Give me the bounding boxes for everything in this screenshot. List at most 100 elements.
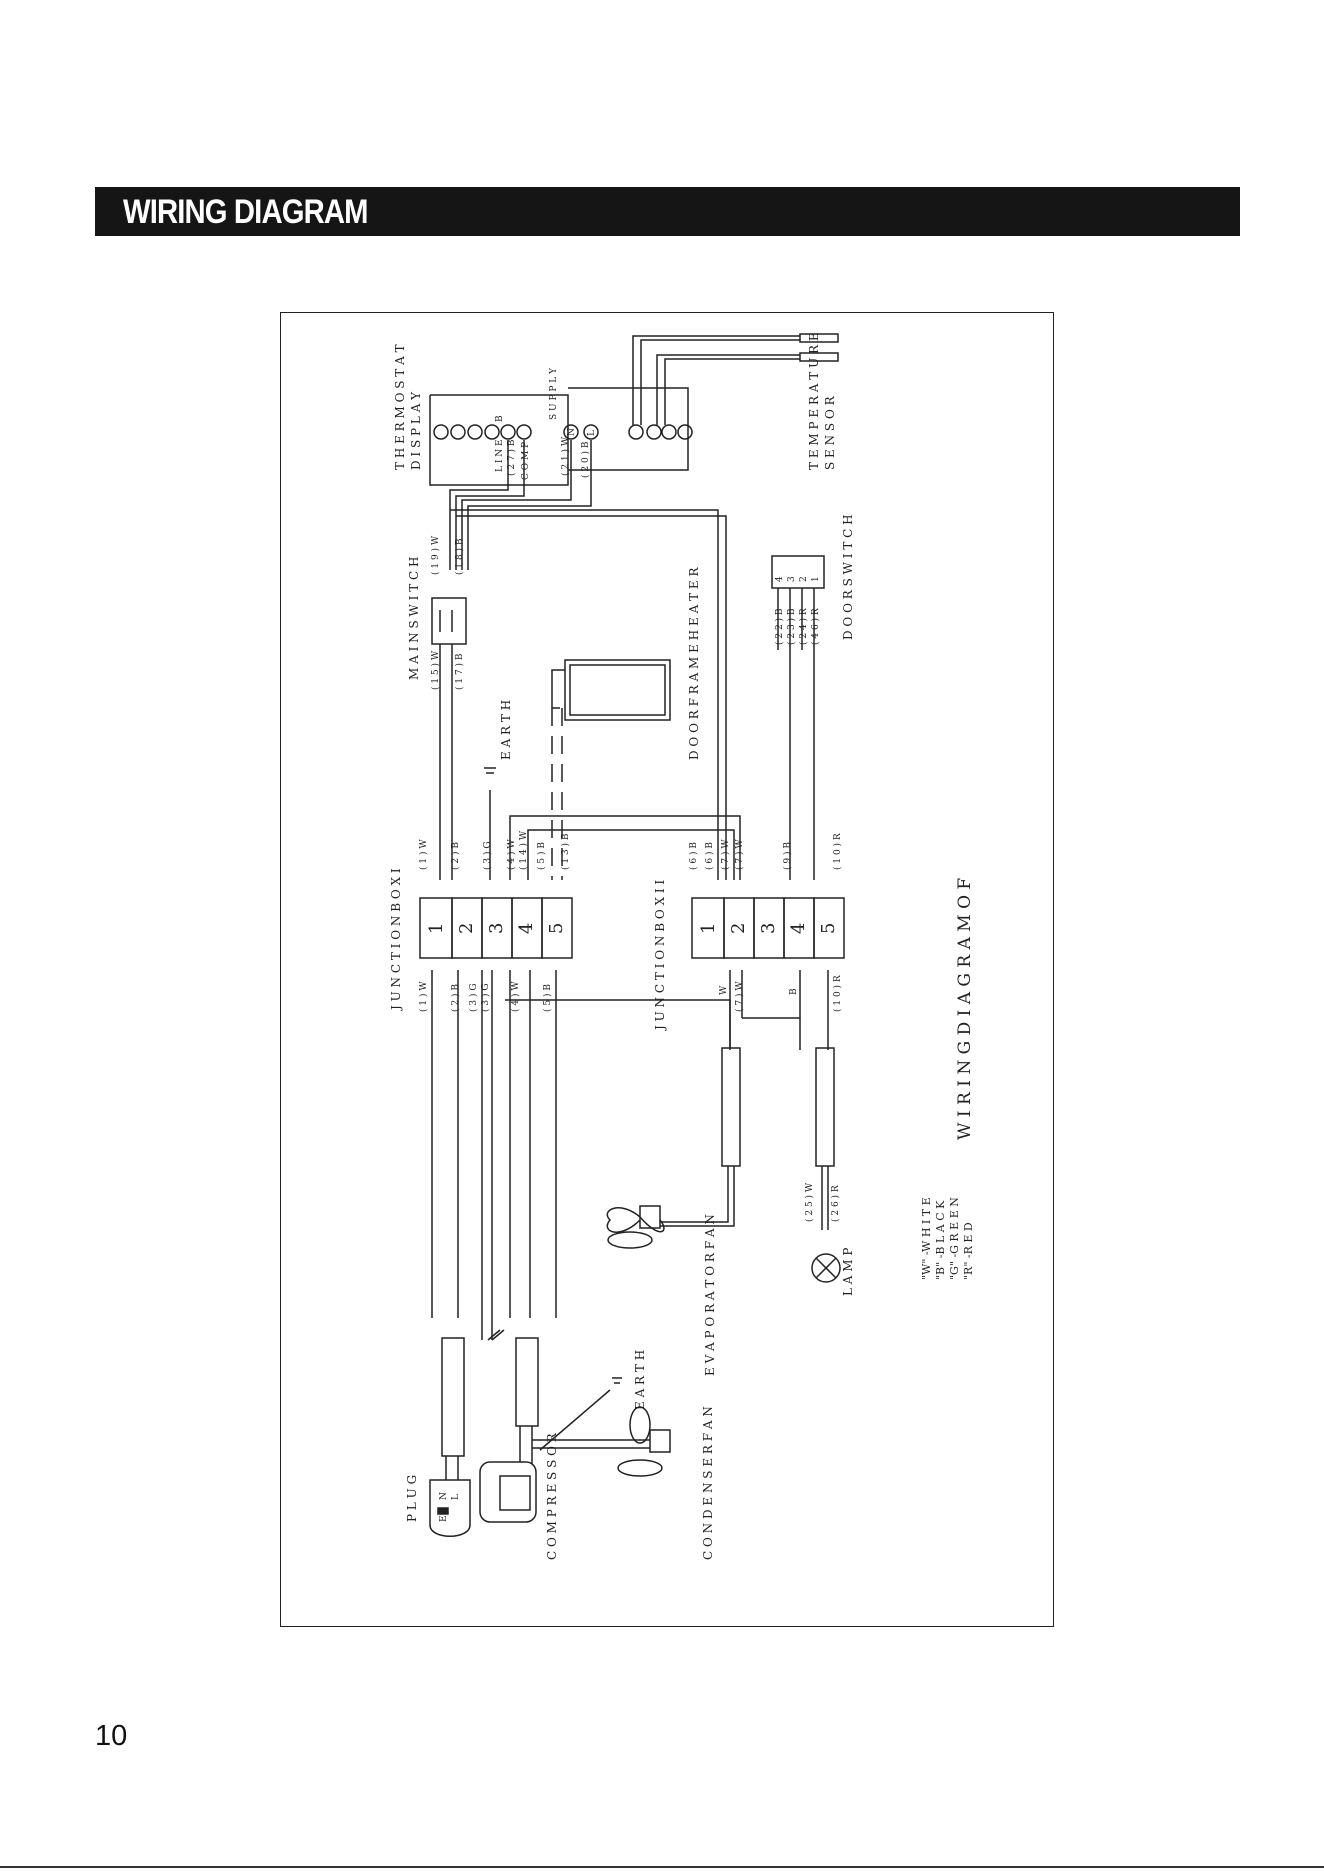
label-door-frame-heater: D O O R F R A M E H E A T E R — [687, 567, 701, 760]
lamp-bulb — [811, 1253, 841, 1283]
label-jb1-num-3: 3 — [486, 923, 507, 934]
label-jb2-top-4: ( 7 ) W — [734, 839, 745, 870]
wire-lines — [419, 333, 845, 1480]
label-earth-top: E A R T H — [499, 700, 513, 760]
evaporator-fan-icon — [606, 1205, 665, 1249]
label-junction-box-1: J U N C T I O N B O X I — [389, 868, 403, 1012]
label-lamp-wire-2: ( 2 6 ) R — [830, 1185, 841, 1222]
label-ds-pin-2: 2 — [799, 576, 809, 582]
label-ds-wire-3: ( 2 4 ) R — [798, 608, 809, 645]
label-ms-bottom-b: ( 1 7 ) B — [454, 653, 465, 690]
plug-icon — [429, 1479, 471, 1537]
label-jb1-num-5: 5 — [546, 923, 567, 934]
label-thermo-supply: S U P P L Y — [549, 367, 559, 420]
label-ms-top-w: ( 1 9 ) W — [430, 535, 441, 575]
label-jb2-num-3: 3 — [758, 923, 779, 934]
label-lamp: L A M P — [841, 1248, 855, 1296]
label-jb2-bottom-1: W — [719, 985, 729, 995]
page-bottom-rule — [0, 1866, 1324, 1868]
label-evaporator-fan: E V A P O R A T O R F A N — [703, 1214, 717, 1376]
label-jb1-top-1: ( 1 ) W — [418, 839, 429, 870]
label-plug-e: E — [439, 1515, 449, 1522]
label-thermo-l: L — [587, 430, 597, 436]
label-ds-pin-1: 1 — [811, 576, 821, 582]
label-jb2-num-1: 1 — [698, 923, 719, 934]
label-jb1-bottom-2: ( 2 ) B — [450, 984, 461, 1012]
label-jb1-bottom-5: ( 4 ) W — [510, 981, 521, 1012]
label-jb1-top-2: ( 2 ) B — [450, 842, 461, 870]
label-jb1-top-5: ( 1 4 ) W — [518, 830, 529, 870]
label-ms-top-b: ( 1 8 ) B — [454, 538, 465, 575]
label-jb1-bottom-6: ( 5 ) B — [542, 984, 553, 1012]
thermostat-box — [568, 387, 689, 471]
label-thermo-comp: C O M P — [521, 442, 531, 480]
label-jb1-bottom-3: ( 3 ) G — [468, 983, 479, 1012]
label-sensor: S E N S O R — [823, 395, 837, 470]
label-jb2-num-2: 2 — [728, 923, 749, 934]
junction-box-2 — [691, 897, 845, 959]
label-thermo-n: N — [567, 428, 577, 436]
label-thermo-b-wire: ( 2 0 ) B — [580, 441, 591, 478]
label-ds-wire-1: ( 2 2 ) B — [774, 608, 785, 645]
label-thermo-b: B — [495, 415, 505, 422]
label-plug: P L U G — [405, 1475, 419, 1522]
label-thermo-w-wire: ( 2 1 ) W — [560, 436, 571, 476]
label-jb2-bottom-4: ( 1 0 ) R — [832, 975, 843, 1012]
label-ds-wire-4: ( 4 6 ) R — [810, 608, 821, 645]
label-earth-bottom: E A R T H — [633, 1350, 647, 1410]
label-jb1-top-7: ( 1 3 ) B — [560, 833, 571, 870]
label-jb2-top-5: ( 9 ) B — [782, 842, 793, 870]
label-jb1-bottom-4: ( 3 ) G — [480, 983, 491, 1012]
label-legend-green: "G" -G R E E N — [948, 1197, 961, 1280]
door-frame-heater — [564, 659, 671, 721]
label-jb1-top-3: ( 3 ) G — [482, 841, 493, 870]
compressor-icon — [479, 1461, 537, 1523]
label-ms-bottom-w: ( 1 5 ) W — [430, 650, 441, 690]
page-number: 10 — [95, 1720, 128, 1752]
label-main-switch: M A I N S W I T C H — [407, 557, 421, 680]
label-jb1-num-1: 1 — [426, 923, 447, 934]
label-jb2-num-4: 4 — [788, 923, 809, 934]
label-jb2-num-5: 5 — [818, 923, 839, 934]
label-diagram-title: W I R I N G D I A G R A M O F — [955, 878, 975, 1140]
section-title: WIRING DIAGRAM — [123, 193, 368, 231]
label-ds-wire-2: ( 2 3 ) B — [786, 608, 797, 645]
label-jb2-top-3: ( 7 ) W — [720, 839, 731, 870]
sensor-probe-2 — [799, 352, 839, 362]
label-jb1-top-6: ( 5 ) B — [536, 842, 547, 870]
condenser-fan-icon — [617, 1406, 671, 1477]
label-ds-pin-4: 4 — [775, 576, 785, 582]
label-condenser-fan: C O N D E N S E R F A N — [701, 1406, 715, 1560]
label-temperature: T E M P E R A T U R E — [807, 332, 821, 470]
label-jb2-bottom-2: ( 7 ) W — [734, 981, 745, 1012]
label-door-switch: D O O R S W I T C H — [841, 514, 855, 640]
label-thermostat: T H E R M O S T A T — [393, 344, 407, 470]
label-ds-pin-3: 3 — [787, 576, 797, 582]
label-display: D I S P L A Y — [409, 391, 423, 470]
label-plug-n: N — [439, 1492, 449, 1500]
section-header-bar: WIRING DIAGRAM — [95, 187, 1240, 236]
junction-box-1 — [419, 897, 573, 959]
thermostat-terminals — [433, 424, 693, 440]
label-plug-l: L — [451, 1494, 461, 1500]
label-jb1-num-2: 2 — [456, 923, 477, 934]
door-switch-box — [771, 555, 825, 589]
label-jb2-bottom-3: B — [789, 988, 799, 995]
label-jb2-top-1: ( 6 ) B — [688, 842, 699, 870]
sensor-probe-1 — [799, 333, 839, 343]
main-switch-box — [431, 597, 467, 645]
label-jb1-num-4: 4 — [516, 923, 537, 934]
label-jb2-top-6: ( 1 0 ) R — [832, 833, 843, 870]
label-compressor: C O M P R E S S O R — [545, 1432, 559, 1560]
label-jb2-top-2: ( 6 ) B — [704, 842, 715, 870]
diagram-frame — [280, 312, 1054, 1627]
label-legend-black: "B" -B L A C K — [934, 1200, 947, 1280]
diagram-labels: T H E R M O S T A T D I S P L A Y T E M … — [389, 332, 975, 1560]
label-lamp-wire-1: ( 2 5 ) W — [804, 1182, 815, 1222]
label-legend-red: "R" -R E D — [962, 1222, 975, 1280]
label-legend-white: "W" -W H I T E — [920, 1197, 933, 1280]
label-thermo-line-wire: ( 2 7 ) B — [506, 439, 517, 476]
device-symbols — [429, 1205, 671, 1537]
label-thermo-line: L I N E — [495, 439, 505, 472]
